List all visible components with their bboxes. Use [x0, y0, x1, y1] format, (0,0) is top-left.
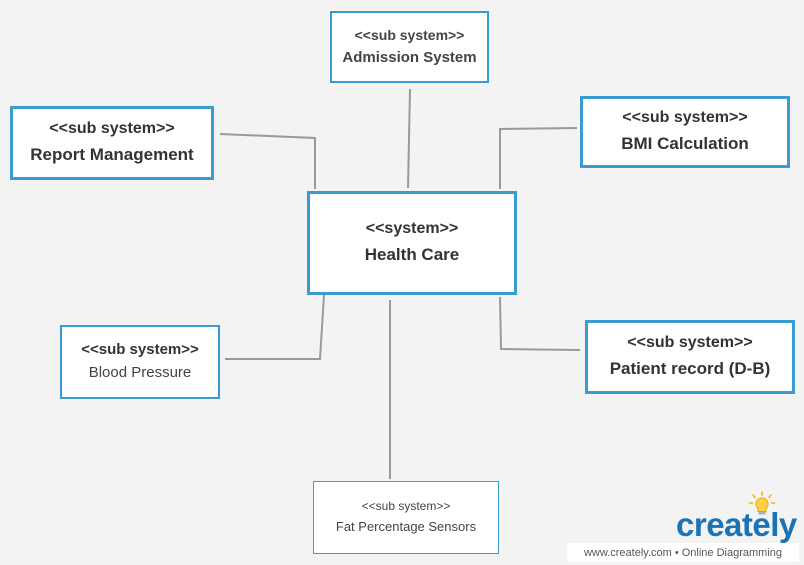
- connector-patient: [499, 296, 581, 351]
- stereotype-label: <<sub system>>: [627, 334, 753, 352]
- connector-blood: [225, 294, 325, 360]
- subsystem-name: Report Management: [30, 145, 194, 165]
- subsystem-name: Patient record (D-B): [609, 359, 771, 379]
- stereotype-label: <<sub system>>: [361, 499, 451, 514]
- connector-bmi: [499, 127, 578, 189]
- stereotype-label: <<sub system>>: [81, 341, 199, 359]
- subsystem-name: Blood Pressure: [88, 364, 192, 382]
- bmi-calculation-box[interactable]: <<sub system>> BMI Calculation: [580, 96, 790, 168]
- subsystem-name: Admission System: [342, 48, 477, 66]
- connector-report: [219, 133, 316, 189]
- stereotype-label: <<sub system>>: [354, 27, 465, 43]
- subsystem-name: Fat Percentage Sensors: [335, 519, 477, 535]
- subsystem-name: BMI Calculation: [621, 134, 749, 154]
- creately-logo[interactable]: creately: [676, 506, 797, 543]
- fat-percentage-sensors-box[interactable]: <<sub system>> Fat Percentage Sensors: [313, 481, 499, 554]
- lightbulb-icon: [748, 491, 776, 515]
- stereotype-label: <<sub system>>: [49, 120, 175, 138]
- report-management-box[interactable]: <<sub system>> Report Management: [10, 106, 214, 180]
- stereotype-label: <<system>>: [365, 220, 459, 238]
- patient-record-box[interactable]: <<sub system>> Patient record (D-B): [585, 320, 795, 394]
- admission-system-box[interactable]: <<sub system>> Admission System: [330, 11, 489, 83]
- footer-link[interactable]: www.creately.com • Online Diagramming: [567, 543, 799, 562]
- stereotype-label: <<sub system>>: [622, 109, 748, 127]
- blood-pressure-box[interactable]: <<sub system>> Blood Pressure: [60, 325, 220, 399]
- system-name: Health Care: [364, 245, 460, 265]
- health-care-system-box[interactable]: <<system>> Health Care: [307, 191, 517, 295]
- connector-admission: [407, 88, 411, 189]
